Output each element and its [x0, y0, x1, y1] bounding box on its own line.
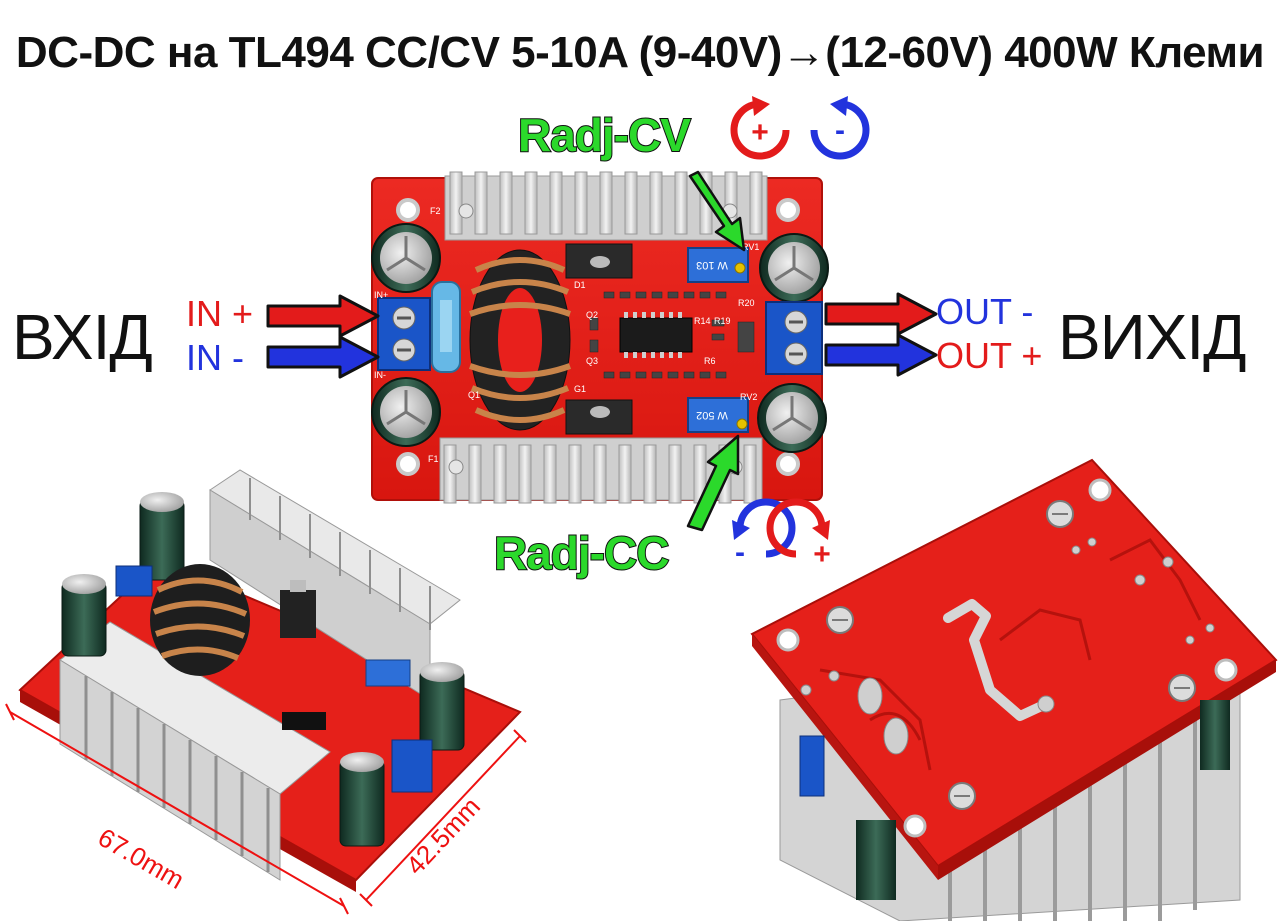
silk-f1: F1: [428, 454, 439, 464]
input-terminal-block: [377, 297, 431, 371]
perspective-board: [18, 469, 522, 892]
smd-components: [589, 291, 755, 379]
capacitor: [371, 377, 441, 447]
main-board: W 103 W 502 RV1 RV2 R20 R14 R19 R6 Q1 Q2…: [371, 171, 829, 504]
top-heatsink: [444, 171, 768, 241]
capacitor: [759, 233, 829, 303]
radj-cv-callout: Radj-CV: [517, 109, 692, 161]
silk-in-minus: IN-: [374, 370, 386, 380]
silk-r6: R6: [704, 356, 716, 366]
power-transistor: [565, 243, 633, 279]
silk-r20: R20: [738, 298, 755, 308]
silk-r14: R14: [694, 316, 711, 326]
capacitor: [371, 223, 441, 293]
back-side-board: [750, 458, 1278, 921]
silk-f2: F2: [430, 206, 441, 216]
trimmer-cc-label: W 502: [696, 409, 728, 421]
output-label: ВИХІД: [1058, 301, 1246, 373]
in-plus-label: IN +: [186, 293, 254, 334]
out-plus-label: OUT +: [936, 335, 1043, 376]
silk-q2: Q2: [586, 310, 598, 320]
mount-hole: [776, 452, 800, 476]
silk-rv2: RV2: [740, 392, 757, 402]
page-title: DC-DC на TL494 CC/CV 5-10A (9-40V)→(12-6…: [15, 28, 1265, 77]
radj-cc-pointer-arrow: [686, 434, 740, 532]
minus-symbol: -: [735, 536, 745, 569]
minus-symbol: -: [835, 114, 845, 147]
output-terminal-block: [765, 301, 823, 375]
out-minus-label: OUT -: [936, 291, 1034, 332]
input-label: ВХІД: [12, 301, 153, 373]
rotate-clockwise-plus-icon: +: [766, 498, 831, 571]
plus-symbol: +: [751, 116, 769, 149]
rotate-counterclockwise-minus-icon: -: [732, 498, 796, 569]
fuse: [431, 281, 461, 373]
rotate-counterclockwise-minus-icon: -: [810, 96, 870, 160]
trimmer-cv: W 103: [687, 247, 749, 283]
radj-cv-pointer-arrow: [688, 170, 746, 252]
capacitor: [757, 383, 827, 453]
silk-q3: Q3: [586, 356, 598, 366]
silk-r19: R19: [714, 316, 731, 326]
mount-hole: [396, 452, 420, 476]
radj-cc-callout: Radj-CC: [493, 527, 670, 579]
silk-q1: Q1: [468, 390, 480, 400]
mount-hole: [396, 198, 420, 222]
front-heatsink: [59, 621, 331, 881]
silk-rv1: RV1: [742, 242, 759, 252]
out-plus-arrow: [824, 333, 938, 377]
dimension-lines: [5, 703, 527, 915]
silkscreen: RV1 RV2 R20 R14 R19 R6 Q1 Q2 Q3 D1 G1 F1…: [374, 206, 759, 464]
tl494-ic: [619, 312, 693, 358]
trimmer-cv-label: W 103: [696, 259, 728, 271]
trimmer-cc: W 502: [687, 397, 749, 433]
silk-d1: D1: [574, 280, 586, 290]
silk-in-plus: IN+: [374, 290, 388, 300]
toroid-inductor: [468, 249, 572, 431]
plus-symbol: +: [813, 538, 831, 571]
mount-hole: [776, 198, 800, 222]
in-minus-label: IN -: [186, 337, 244, 378]
rotate-clockwise-plus-icon: +: [730, 96, 790, 160]
silk-g1: G1: [574, 384, 586, 394]
in-minus-arrow: [266, 335, 380, 379]
in-plus-arrow: [266, 294, 380, 338]
out-minus-arrow: [824, 292, 938, 336]
